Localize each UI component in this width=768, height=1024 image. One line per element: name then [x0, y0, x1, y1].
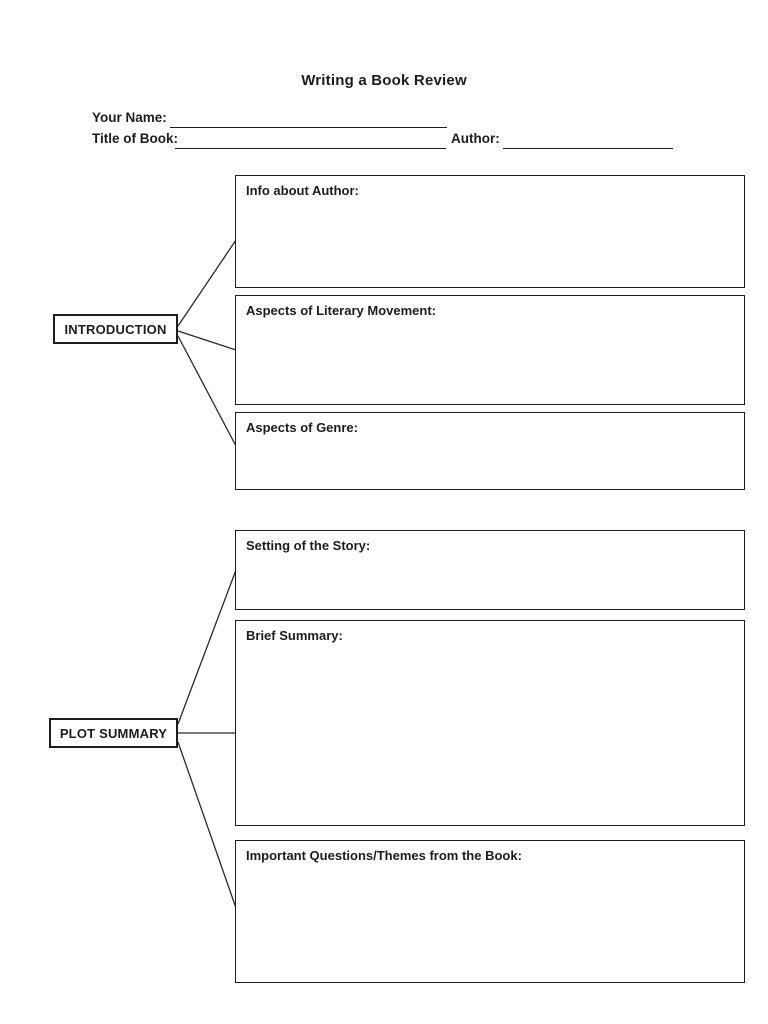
title-of-book-blank-line [175, 133, 446, 149]
info-about-author-box: Info about Author: [235, 175, 745, 288]
introduction-node-label: INTRODUCTION [64, 321, 167, 337]
aspects-of-genre-label: Aspects of Genre: [246, 420, 358, 435]
your-name-label: Your Name: [92, 110, 167, 125]
aspects-of-literary-movement-box: Aspects of Literary Movement: [235, 295, 745, 405]
info-about-author-label: Info about Author: [246, 183, 359, 198]
introduction-node: INTRODUCTION [53, 314, 178, 344]
page-title: Writing a Book Review [301, 72, 467, 89]
title-of-book-label: Title of Book: [92, 131, 178, 146]
plot-summary-node-label: PLOT SUMMARY [59, 725, 168, 741]
plot-summary-node: PLOT SUMMARY [49, 718, 178, 748]
connector-line [177, 335, 237, 447]
author-blank-line [503, 133, 673, 149]
connector-line [177, 239, 237, 327]
connector-line [177, 569, 237, 725]
setting-of-the-story-box: Setting of the Story: [235, 530, 745, 610]
connector-line [177, 330, 237, 351]
connector-line [177, 741, 237, 909]
your-name-blank-line [170, 112, 447, 128]
brief-summary-box: Brief Summary: [235, 620, 745, 826]
setting-of-the-story-label: Setting of the Story: [246, 538, 371, 553]
aspects-of-literary-movement-label: Aspects of Literary Movement: [246, 303, 436, 318]
important-questions-themes-box: Important Questions/Themes from the Book… [235, 840, 745, 983]
aspects-of-genre-box: Aspects of Genre: [235, 412, 745, 490]
important-questions-themes-label: Important Questions/Themes from the Book… [246, 848, 522, 863]
brief-summary-label: Brief Summary: [246, 628, 343, 643]
author-label: Author: [451, 131, 500, 146]
